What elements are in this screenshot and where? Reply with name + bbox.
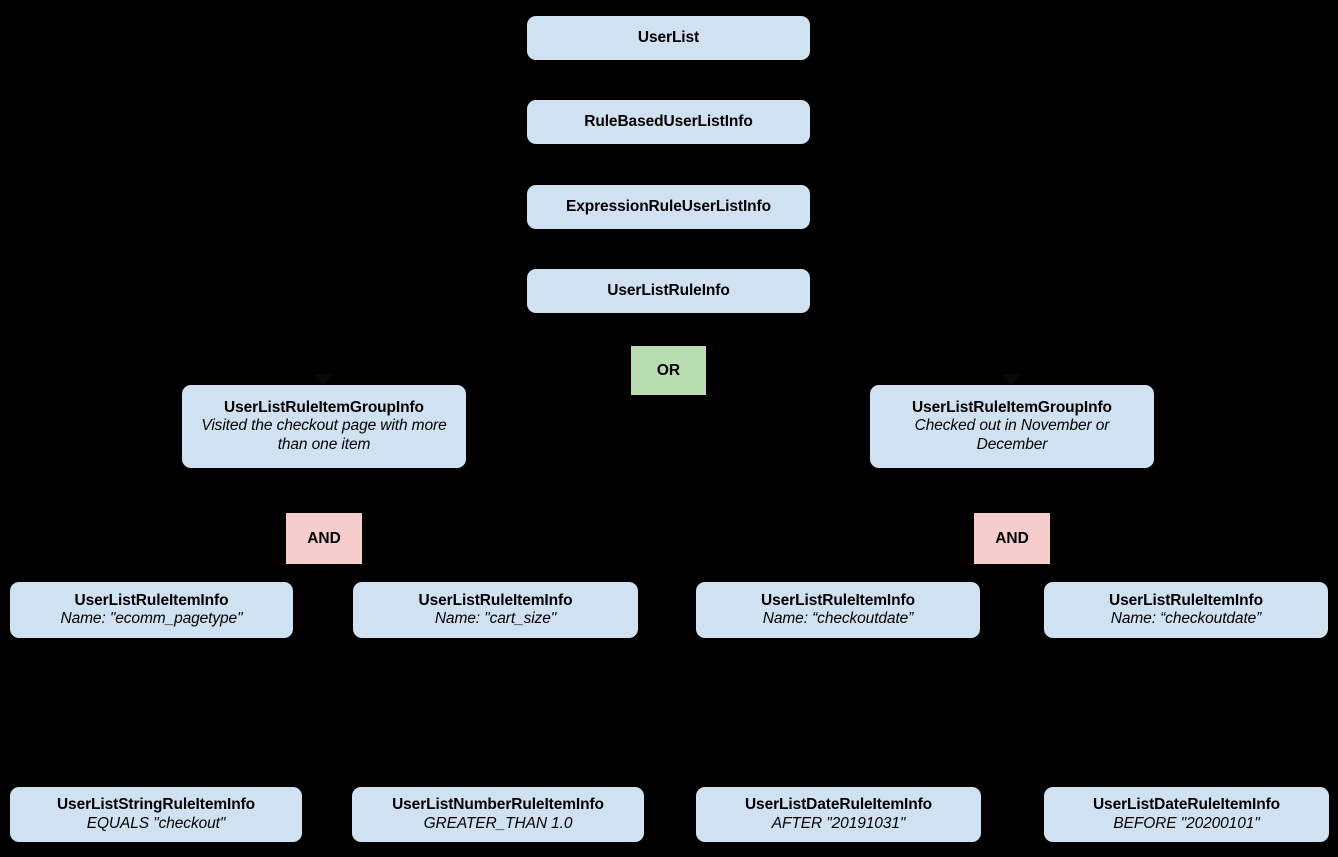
node-title: UserListRuleItemGroupInfo: [224, 399, 424, 417]
node-title: ExpressionRuleUserListInfo: [566, 197, 771, 215]
node-subtitle: AFTER "20191031": [771, 814, 906, 832]
node-subtitle: EQUALS "checkout": [86, 814, 226, 832]
node-subtitle: Name: “checkoutdate”: [1110, 610, 1262, 627]
node-number-rule[interactable]: UserListNumberRuleItemInfo GREATER_THAN …: [352, 787, 644, 842]
node-subtitle: GREATER_THAN 1.0: [423, 814, 573, 832]
node-title: RuleBasedUserListInfo: [584, 112, 753, 130]
node-title: UserListStringRuleItemInfo: [56, 796, 256, 814]
node-title: UserList: [637, 28, 700, 46]
node-subtitle: Name: “checkoutdate”: [762, 610, 914, 627]
operator-or[interactable]: OR: [631, 346, 706, 395]
node-group-left[interactable]: UserListRuleItemGroupInfo Visited the ch…: [182, 385, 466, 468]
node-subtitle: Checked out in November or December: [914, 417, 1110, 453]
connector-arrow-right-group: [1002, 374, 1020, 385]
operator-or-label: OR: [656, 361, 681, 379]
node-subtitle: Name: "cart_size": [434, 610, 557, 627]
node-title: UserListRuleItemInfo: [74, 591, 229, 609]
node-subtitle: Visited the checkout page with more than…: [201, 417, 447, 453]
operator-and-right[interactable]: AND: [974, 513, 1050, 564]
node-subtitle: Name: "ecomm_pagetype": [60, 610, 243, 627]
node-string-rule[interactable]: UserListStringRuleItemInfo EQUALS "check…: [10, 787, 302, 842]
node-subtitle: BEFORE "20200101": [1113, 814, 1260, 832]
node-title: UserListRuleItemInfo: [418, 591, 573, 609]
node-item-cart-size[interactable]: UserListRuleItemInfo Name: "cart_size": [353, 582, 638, 638]
node-item-checkoutdate-before[interactable]: UserListRuleItemInfo Name: “checkoutdate…: [1044, 582, 1328, 638]
node-title: UserListRuleItemInfo: [1109, 591, 1263, 609]
node-date-rule-before[interactable]: UserListDateRuleItemInfo BEFORE "2020010…: [1044, 787, 1329, 842]
node-title: UserListRuleItemInfo: [761, 591, 915, 609]
node-group-right[interactable]: UserListRuleItemGroupInfo Checked out in…: [870, 385, 1154, 468]
node-user-list[interactable]: UserList: [527, 16, 810, 60]
node-user-list-rule-info[interactable]: UserListRuleInfo: [527, 269, 810, 313]
operator-and-left[interactable]: AND: [286, 513, 362, 564]
connector-arrow-left-group: [314, 374, 332, 385]
node-title: UserListNumberRuleItemInfo: [392, 796, 604, 814]
node-item-pagetype[interactable]: UserListRuleItemInfo Name: "ecomm_pagety…: [10, 582, 293, 638]
node-date-rule-after[interactable]: UserListDateRuleItemInfo AFTER "20191031…: [696, 787, 981, 842]
node-title: UserListRuleInfo: [607, 281, 730, 299]
node-item-checkoutdate-after[interactable]: UserListRuleItemInfo Name: “checkoutdate…: [696, 582, 980, 638]
node-title: UserListDateRuleItemInfo: [744, 796, 933, 814]
node-rule-based-user-list-info[interactable]: RuleBasedUserListInfo: [527, 100, 810, 144]
operator-and-left-label: AND: [307, 529, 341, 547]
node-expression-rule-user-list-info[interactable]: ExpressionRuleUserListInfo: [527, 185, 810, 229]
node-title: UserListDateRuleItemInfo: [1092, 796, 1281, 814]
operator-and-right-label: AND: [995, 529, 1029, 547]
node-title: UserListRuleItemGroupInfo: [912, 399, 1112, 417]
